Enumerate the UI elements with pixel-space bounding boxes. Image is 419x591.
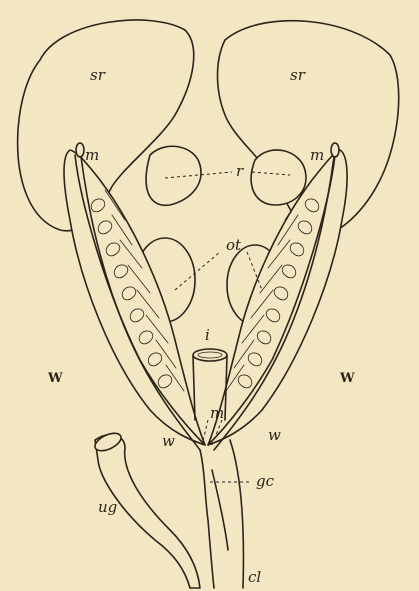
right-mullerian-tip [331,143,339,157]
label-sr-left: sr [90,66,106,84]
left-mullerian-tip [76,143,84,157]
label-m-left: m [85,146,99,164]
label-gc: gc [256,472,275,490]
label-cl: cl [248,568,261,586]
label-i: i [205,326,210,344]
label-sr-right: sr [290,66,306,84]
right-kidney [251,150,306,205]
left-kidney [146,146,201,205]
label-w-left: w [162,432,175,450]
label-W-left: W [47,371,63,386]
label-ot: ot [226,236,242,254]
label-ug: ug [98,498,117,516]
cloaca-inner [212,470,228,550]
label-m-center: m [210,404,224,422]
label-W-right: W [339,371,355,386]
cloaca-left-edge [230,440,243,588]
label-r: r [236,162,244,180]
label-w-right: w [268,426,281,444]
label-m-right: m [310,146,324,164]
